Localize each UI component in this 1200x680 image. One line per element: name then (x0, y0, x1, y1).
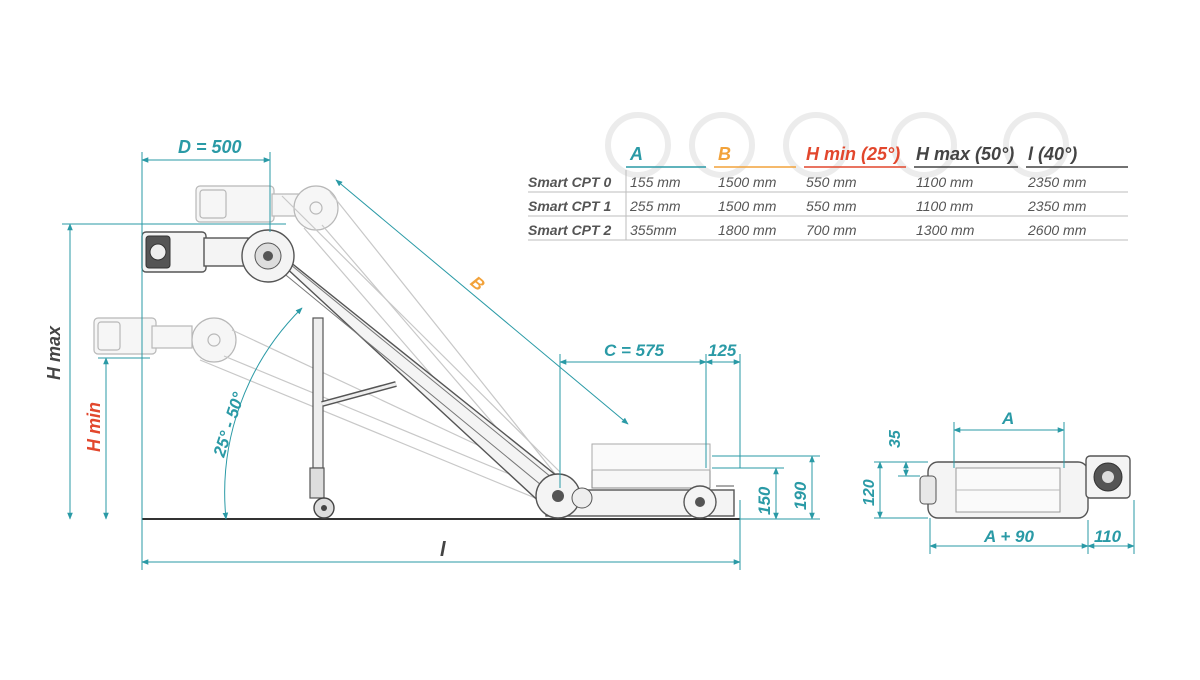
cell: 1500 mm (718, 174, 777, 190)
table-row: Smart CPT 2 355mm 1800 mm 700 mm 1300 mm… (528, 222, 1087, 238)
dim-125-label: 125 (708, 341, 737, 360)
cell: 1500 mm (718, 198, 777, 214)
cell: 1100 mm (916, 198, 974, 214)
cell: 1800 mm (718, 222, 777, 238)
incline-frame (255, 239, 574, 509)
row-label: Smart CPT 0 (528, 174, 611, 190)
header-h-max: H max (50°) (916, 144, 1014, 164)
dim-d-label: D = 500 (178, 137, 242, 157)
cell: 550 mm (806, 198, 857, 214)
cell: 550 mm (806, 174, 857, 190)
cell: 155 mm (630, 174, 681, 190)
cell: 2350 mm (1027, 198, 1087, 214)
table-row: Smart CPT 1 255 mm 1500 mm 550 mm 1100 m… (528, 198, 1087, 214)
cell: 2600 mm (1027, 222, 1087, 238)
cell: 1300 mm (916, 222, 975, 238)
top-a-label: A (1001, 409, 1014, 428)
dim-h-max-label: H max (44, 325, 64, 380)
header-rings (605, 112, 1069, 178)
header-a: A (629, 144, 643, 164)
dim-150-label: 150 (755, 486, 774, 515)
cell: 1100 mm (916, 174, 974, 190)
dim-190-label: 190 (791, 481, 810, 510)
dim-l-label: l (440, 539, 446, 561)
support-leg (312, 317, 324, 469)
dimension-lines (62, 152, 820, 570)
top-120-label: 120 (861, 479, 878, 506)
dim-angle-label: 25° - 50° (209, 390, 248, 460)
top-35-label: 35 (887, 429, 904, 448)
row-label: Smart CPT 2 (528, 222, 611, 238)
conveyor-side-view: D = 500 B H max H min 25° - 50° l C = 57… (44, 137, 820, 570)
conveyor-top-view: A 35 120 A + 90 110 (861, 409, 1135, 554)
header-l: l (40°) (1028, 144, 1077, 164)
cell: 2350 mm (1027, 174, 1087, 190)
top-110-label: 110 (1094, 527, 1122, 546)
dim-c-label: C = 575 (604, 341, 665, 360)
dim-h-min-label: H min (84, 402, 104, 452)
cell: 255 mm (629, 198, 681, 214)
product-box (591, 469, 711, 489)
cell: 355mm (630, 222, 677, 238)
main-conveyor (141, 229, 735, 519)
spec-table: A B H min (25°) H max (50°) l (40°) Smar… (528, 112, 1128, 241)
row-label: Smart CPT 1 (528, 198, 611, 214)
header-b: B (718, 144, 731, 164)
cell: 700 mm (806, 222, 857, 238)
table-row: Smart CPT 0 155 mm 1500 mm 550 mm 1100 m… (528, 174, 1087, 190)
top-a90-label: A + 90 (983, 527, 1034, 546)
header-h-min: H min (25°) (806, 144, 900, 164)
